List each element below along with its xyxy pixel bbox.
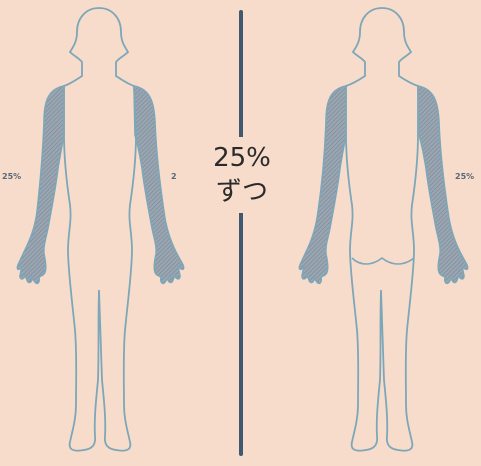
back-left-arm-shaded: [299, 86, 346, 283]
center-divider-line: [239, 10, 243, 456]
front-body-outline: [64, 8, 136, 451]
percentage-value: 25%: [204, 141, 280, 175]
percentage-label: 25% ずつ: [204, 137, 280, 213]
right-arm-percent-label: 25%: [455, 172, 474, 181]
left-arm-percent-label: 25%: [2, 172, 21, 181]
back-body-outline: [346, 8, 418, 451]
front-left-arm-shaded: [17, 86, 64, 283]
left-arm-partial-label: 2: [171, 172, 177, 181]
front-right-arm-shaded: [134, 86, 184, 283]
back-right-arm-shaded: [418, 86, 468, 283]
percentage-suffix: ずつ: [204, 175, 280, 209]
back-buttocks-line: [352, 258, 414, 264]
front-body-figure: [17, 8, 183, 451]
back-body-figure: [299, 8, 467, 451]
